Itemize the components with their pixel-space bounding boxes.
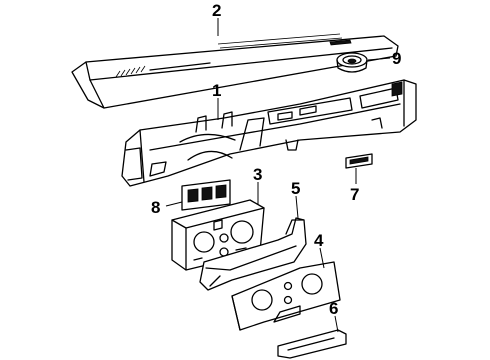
leader-6: [334, 315, 339, 333]
callout-6: 6: [329, 299, 338, 318]
part-8-cluster-module: [181, 179, 231, 211]
part-4-bezel: [231, 261, 341, 331]
callout-5: 5: [291, 179, 300, 198]
leader-4: [319, 247, 325, 269]
leader-8: [165, 201, 183, 207]
callout-8: 8: [151, 198, 160, 217]
callout-9: 9: [392, 49, 401, 68]
leader-9: [367, 57, 391, 61]
part-2-dash-pad: [71, 33, 399, 109]
part-1-instrument-panel-carrier: [121, 79, 417, 187]
callout-7: 7: [350, 185, 359, 204]
part-6-lower-trim: [277, 329, 347, 359]
leader-lines: [165, 18, 391, 333]
part-9-speaker: [336, 52, 368, 73]
leader-5: [295, 195, 299, 219]
callout-2: 2: [212, 1, 221, 20]
callout-3: 3: [253, 165, 262, 184]
part-7-switch: [345, 153, 373, 169]
part-5-bracket: [199, 217, 307, 291]
callouts: 1 2 3 4 5 6 7 8 9: [151, 1, 401, 318]
callout-1: 1: [212, 81, 221, 100]
callout-4: 4: [314, 231, 324, 250]
